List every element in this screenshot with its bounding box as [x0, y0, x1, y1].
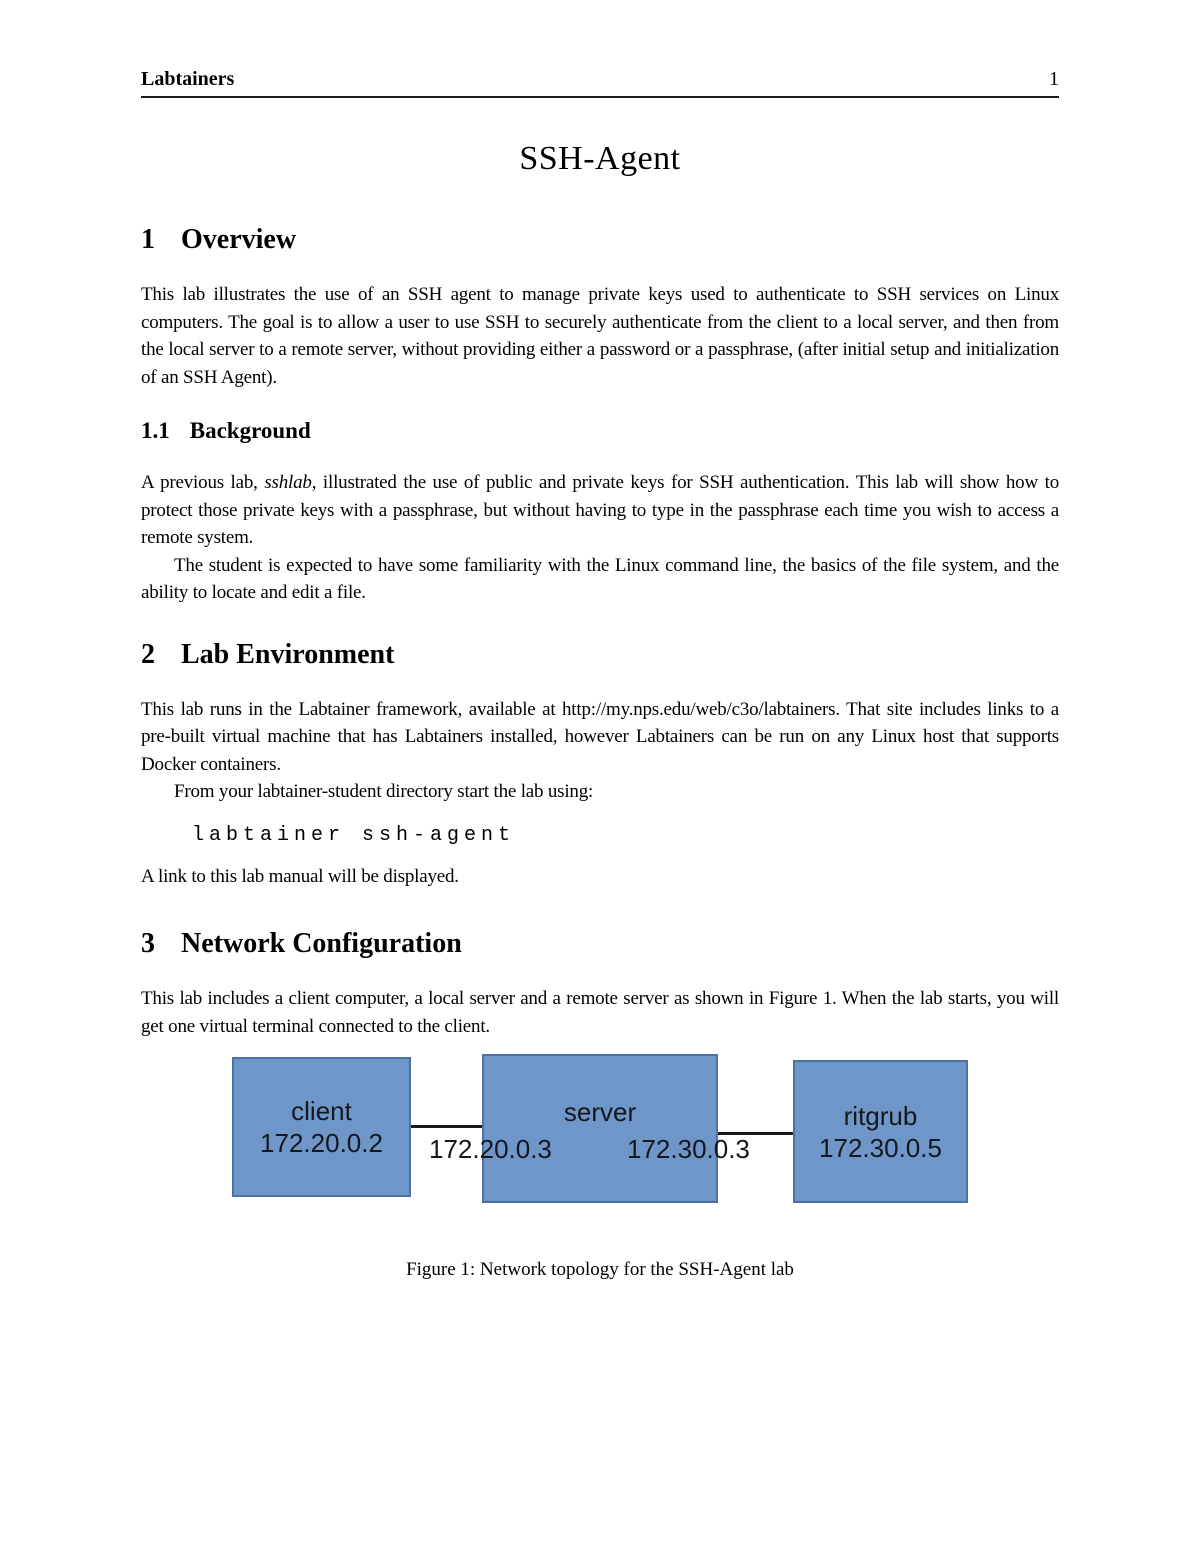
section-number: 1: [141, 224, 155, 255]
node-client: client 172.20.0.2: [232, 1057, 411, 1197]
overview-paragraph: This lab illustrates the use of an SSH a…: [141, 284, 1059, 388]
header-page-number: 1: [1049, 68, 1059, 90]
link-server-ritgrub: [717, 1132, 795, 1135]
labenv-paragraph-1: This lab runs in the Labtainer framework…: [141, 698, 1059, 775]
header-doc-name: Labtainers: [141, 68, 235, 90]
background-paragraph-1: A previous lab, sshlab, illustrated the …: [141, 469, 1059, 552]
labenv-paragraph-2: From your labtainer-student directory st…: [174, 781, 594, 802]
link-client-server: [411, 1125, 483, 1128]
section-title: Overview: [181, 224, 297, 255]
node-ritgrub-label: ritgrub: [843, 1100, 918, 1131]
node-ritgrub: ritgrub 172.30.0.5: [793, 1060, 968, 1203]
figure-caption: Figure 1: Network topology for the SSH-A…: [406, 1259, 794, 1280]
section-network-configuration-heading: 3 Network Configuration: [141, 928, 1059, 960]
background-p1-before: A previous lab,: [141, 472, 265, 493]
section-number: 3: [141, 928, 155, 959]
node-server-label: server: [563, 1097, 637, 1127]
code-line-labtainer-command: labtainer ssh-agent: [192, 823, 516, 847]
subsection-background-heading: 1.1 Background: [141, 418, 1059, 444]
node-server: server: [482, 1054, 718, 1203]
section-overview-heading: 1 Overview: [141, 224, 1059, 256]
link-label-server-ritgrub-ip: 172.30.0.3: [627, 1134, 750, 1164]
section-title: Network Configuration: [181, 928, 462, 959]
node-client-label: client: [291, 1096, 352, 1126]
background-paragraph-2: The student is expected to have some fam…: [141, 554, 1059, 604]
document-title: SSH-Agent: [519, 140, 681, 177]
network-topology-diagram: client 172.20.0.2 server ritgrub 172.30.…: [141, 1054, 1059, 1207]
background-p1-after: , illustrated the use of public and priv…: [141, 472, 1059, 548]
netconfig-paragraph: This lab includes a client computer, a l…: [141, 988, 1059, 1037]
subsection-title: Background: [189, 418, 311, 443]
link-label-client-server-ip: 172.20.0.3: [429, 1134, 552, 1164]
subsection-number: 1.1: [141, 418, 170, 443]
section-lab-environment-heading: 2 Lab Environment: [141, 639, 1059, 671]
node-client-ip: 172.20.0.2: [260, 1128, 383, 1158]
background-p1-lab-name: sshlab: [264, 472, 312, 493]
section-title: Lab Environment: [181, 638, 395, 670]
node-ritgrub-ip: 172.30.0.5: [819, 1132, 942, 1163]
labenv-paragraph-3: A link to this lab manual will be displa…: [141, 865, 459, 887]
section-number: 2: [141, 638, 155, 670]
running-header: Labtainers 1: [141, 68, 1059, 98]
